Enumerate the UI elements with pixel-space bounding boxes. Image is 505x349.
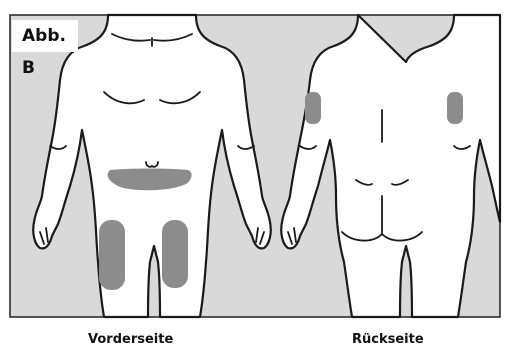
figure-label: Abb. B	[12, 20, 78, 52]
right-upper-arm-injection-site	[447, 92, 463, 124]
back-view-caption: Rückseite	[352, 332, 424, 347]
left-thigh-injection-site	[99, 220, 125, 290]
left-upper-arm-injection-site	[305, 92, 321, 124]
front-view-caption: Vorderseite	[88, 332, 173, 347]
right-thigh-injection-site	[162, 220, 188, 288]
